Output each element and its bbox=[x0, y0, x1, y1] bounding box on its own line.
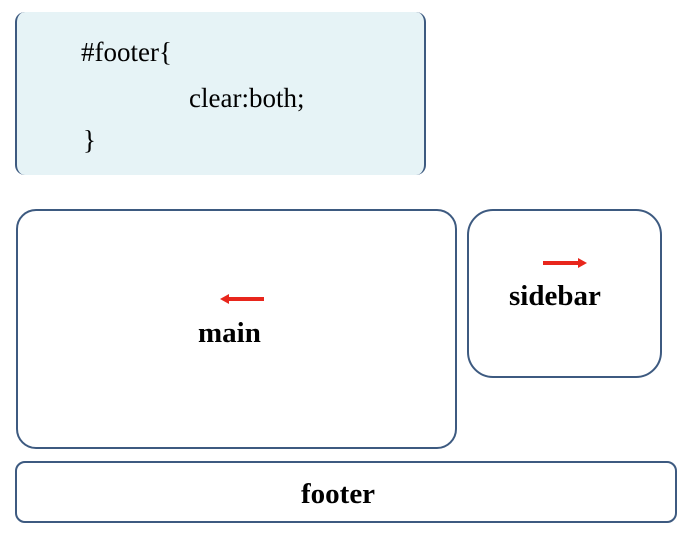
right-arrow-icon bbox=[543, 258, 587, 268]
code-line-closing-brace: } bbox=[83, 125, 96, 155]
footer-box: footer bbox=[15, 461, 677, 523]
code-line-declaration: clear:both; bbox=[189, 83, 305, 113]
main-box: main bbox=[16, 209, 457, 449]
sidebar-box: sidebar bbox=[467, 209, 662, 378]
css-code-panel: #footer{ clear:both; } bbox=[15, 12, 426, 175]
left-arrow-icon bbox=[220, 294, 264, 304]
main-label: main bbox=[198, 317, 261, 349]
code-line-selector: #footer{ bbox=[81, 37, 172, 67]
sidebar-label: sidebar bbox=[509, 280, 601, 312]
footer-label: footer bbox=[301, 478, 376, 510]
